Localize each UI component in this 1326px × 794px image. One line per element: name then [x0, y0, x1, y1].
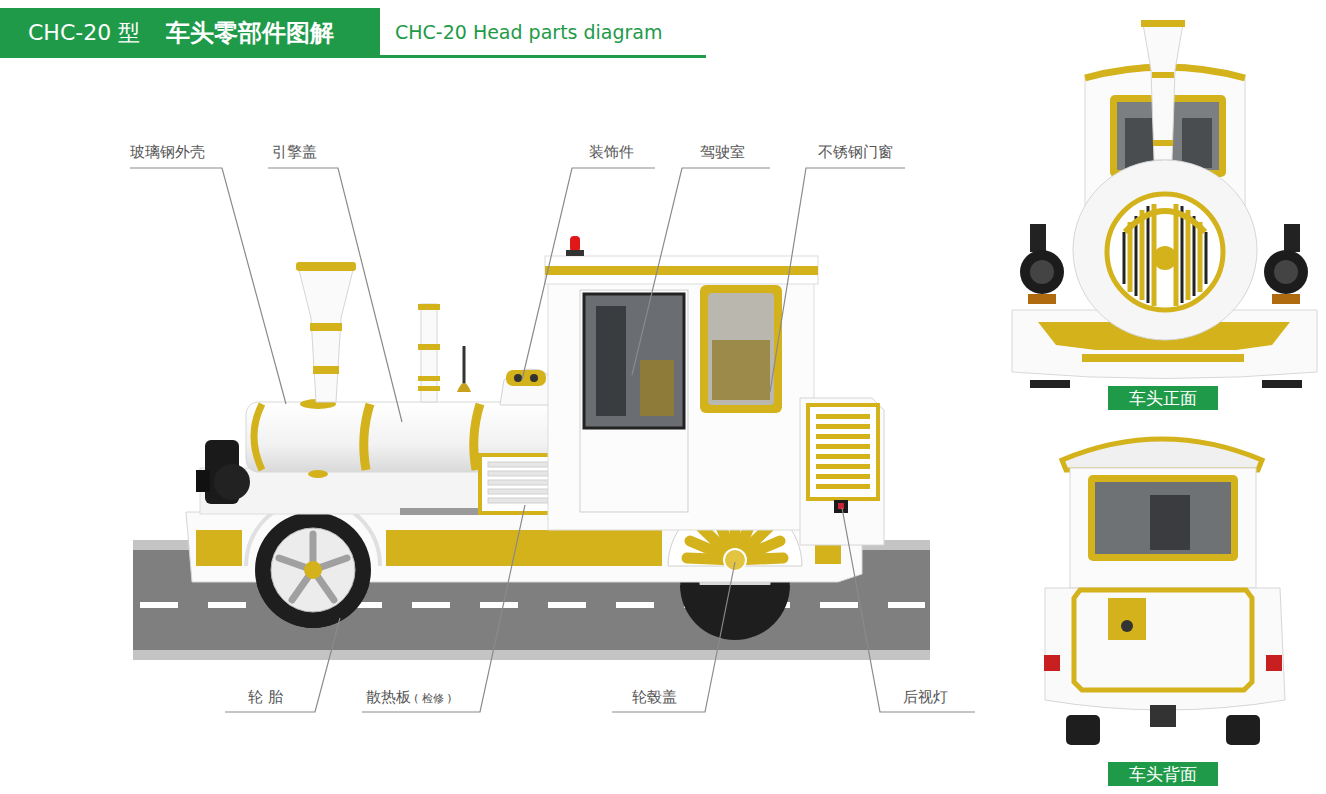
part-label: 散热板: [366, 688, 411, 706]
diagram-title: 车头零部件图解: [166, 17, 334, 49]
part-label: 玻璃钢外壳: [130, 143, 205, 161]
view-caption: 车头背面: [1129, 763, 1197, 786]
english-title: CHC-20 Head parts diagram: [395, 21, 663, 44]
view-caption: 车头正面: [1129, 387, 1197, 410]
caption-band: 车头正面: [1108, 386, 1218, 410]
part-label: 引擎盖: [272, 143, 317, 161]
part-note: ( 检修 ): [414, 692, 452, 705]
caption-band: 车头背面: [1108, 762, 1218, 786]
title-band: CHC-20 型车头零部件图解: [0, 8, 380, 58]
part-label: 轮毂盖: [632, 688, 677, 706]
part-label: 轮 胎: [248, 688, 283, 706]
model-name: CHC-20 型: [28, 18, 140, 48]
part-label: 驾驶室: [700, 143, 745, 161]
part-label: 装饰件: [589, 143, 634, 161]
part-label: 不锈钢门窗: [818, 143, 893, 161]
part-label: 后视灯: [903, 688, 948, 706]
